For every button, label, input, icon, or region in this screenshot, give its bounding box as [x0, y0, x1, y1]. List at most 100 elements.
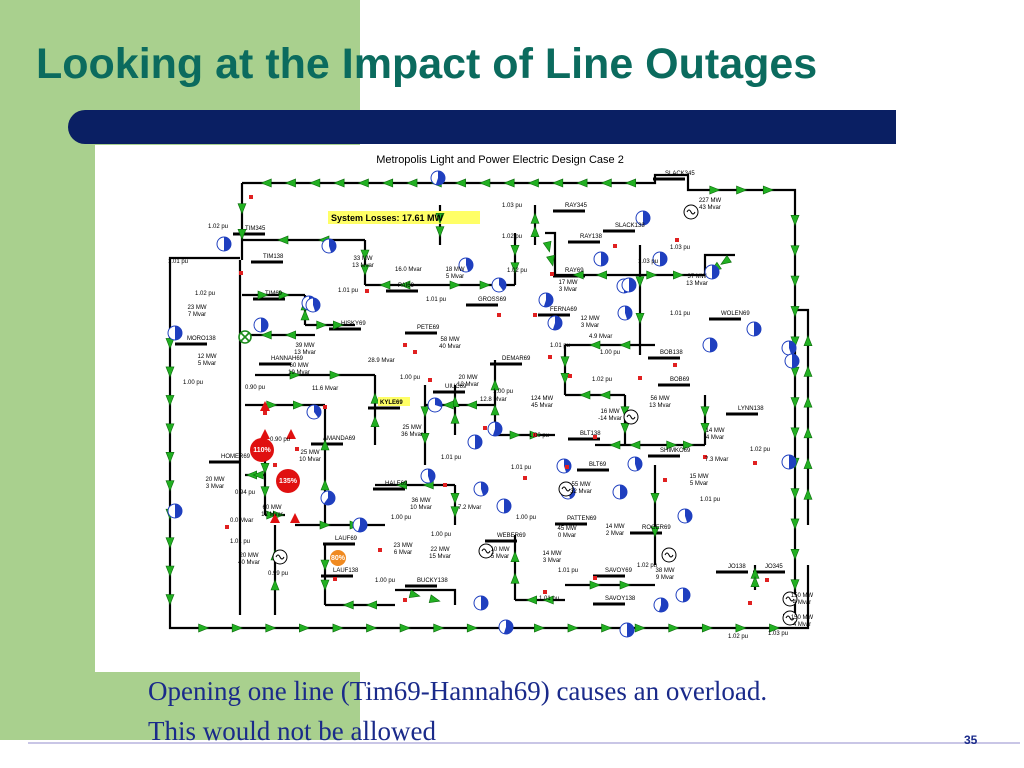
outer-line-right: [795, 308, 810, 525]
pu-bob138: 1.00 pu: [600, 350, 620, 356]
flow-arrow: [803, 427, 813, 439]
flow-arrow: [762, 185, 775, 195]
flow-arrow: [237, 229, 247, 241]
bus-gross69: [466, 303, 498, 307]
bus-label-hannah69: HANNAH69: [271, 356, 304, 362]
flow-arrow: [165, 423, 175, 435]
pu-lauf138a: 1.01 pu: [230, 539, 250, 545]
flow-hannah_load-mw: 60 MW: [289, 363, 308, 369]
flow-arrow: [293, 400, 305, 410]
bus-label-blt138: BLT138: [580, 431, 601, 437]
flow-roger_gen-mw: 38 MW: [655, 568, 674, 574]
flow-arrow: [490, 379, 500, 391]
bus-lauf138: [321, 574, 353, 578]
slide-title: Looking at the Impact of Line Outages: [36, 40, 818, 88]
flow-demar_gen-mw: 124 MW: [531, 396, 554, 402]
bus-kyle69: [368, 406, 400, 410]
flow-arrow: [165, 395, 175, 407]
breaker: [753, 461, 757, 465]
flow-shimko_load-mvar: 5 Mvar: [690, 481, 708, 487]
bus-label-slack138: SLACK138: [615, 223, 645, 229]
breaker: [593, 435, 597, 439]
flow-lynn138_load-mvar: 4 Mvar: [706, 435, 724, 441]
loading-pie-12-fill: [710, 338, 717, 352]
pu-jo345: 1.03 pu: [768, 631, 788, 637]
breaker: [443, 483, 447, 487]
bus-label-homer69: HOMER69: [221, 454, 251, 460]
bus-lynn138: [726, 412, 758, 416]
breaker: [239, 271, 243, 275]
flow-arrow: [735, 623, 747, 633]
flow-arrow: [546, 254, 555, 267]
flow-arrow: [650, 493, 660, 505]
footer-rule: [28, 742, 1020, 744]
flow-arrow: [490, 404, 500, 416]
flow-arrow: [803, 396, 813, 408]
overload-arrow-2: [260, 429, 270, 439]
flow-savoy_load-mvar: 3 Mvar: [543, 558, 561, 564]
loading-pie-42-fill: [660, 252, 667, 266]
breaker: [263, 411, 267, 415]
flow-arrow: [609, 440, 621, 450]
pu-lynn138: 1.02 pu: [750, 447, 770, 453]
bus-label-pai69: PAI69: [398, 283, 415, 289]
bus-weber69: [485, 539, 517, 543]
bus-moro138: [175, 342, 207, 346]
devices: [165, 170, 813, 638]
pu-slack138: 1.03 pu: [670, 245, 690, 251]
outer-line-moro: [168, 256, 240, 315]
flow-tim138_load-mvar: 13 Mvar: [352, 263, 374, 269]
breaker: [365, 289, 369, 293]
flow-arrow: [284, 178, 296, 188]
bus-bob138: [648, 356, 680, 360]
overload-lauf: [330, 550, 346, 566]
flow-arrow: [360, 249, 370, 261]
flow-arrow: [525, 595, 537, 605]
flow-ferna_load-mvar: 3 Mvar: [581, 323, 599, 329]
flow-arrow: [509, 430, 521, 440]
flow-arrow: [700, 406, 710, 418]
breaker: [748, 601, 752, 605]
loading-pie-15-fill: [314, 405, 321, 418]
pu-amanda69: 0.90 pu: [270, 437, 290, 443]
bus-label-tim69: TIM69: [265, 291, 283, 297]
flow-lauf_load-mw: 60 MW: [262, 505, 281, 511]
pu-hannah69: 0.90 pu: [245, 385, 265, 391]
flow-amanda_load-mvar: 36 Mvar: [401, 432, 423, 438]
flow-homer_load-mw: 20 MW: [205, 477, 224, 483]
flow-arrow: [634, 623, 646, 633]
breaker: [638, 376, 642, 380]
bus-pai69: [386, 289, 418, 293]
flow-arrow: [408, 589, 421, 599]
flow-arrow: [683, 440, 695, 450]
flow-arrow: [479, 178, 491, 188]
lauf138-generator-wave: [275, 554, 285, 560]
breaker: [675, 238, 679, 242]
bus-hisky69: [329, 327, 361, 331]
bus-label-bob138: BOB138: [660, 350, 683, 356]
flow-lauf_load-mvar: 12 Mvar: [261, 512, 283, 518]
loading-pie-2-fill: [224, 237, 231, 251]
flow-gross_load-mvar: 5 Mvar: [446, 274, 464, 280]
flow-arrow: [576, 178, 588, 188]
flow-arrow: [572, 270, 584, 280]
breaker: [225, 525, 229, 529]
bus-tim69: [253, 297, 285, 301]
loading-pie-26-fill: [503, 620, 513, 634]
bus-label-patten69: PATTEN69: [567, 516, 597, 522]
loading-pie-23-fill: [323, 491, 335, 506]
loading-pie-25-fill: [481, 596, 488, 610]
bus-label-pete69: PETE69: [417, 325, 440, 331]
loading-pie-35-fill: [683, 588, 690, 602]
flow-tim69_load-mvar: 7 Mvar: [188, 312, 206, 318]
flow-arrow: [165, 537, 175, 549]
outer-line-top-right: [242, 173, 797, 617]
flow-blt_gen-mw: 16 MW: [600, 409, 619, 415]
flow-weber_load-mvar: 6 Mvar: [394, 550, 412, 556]
page-number: 35: [964, 733, 978, 747]
bus-label-jo345: JO345: [765, 564, 783, 570]
bus-label-kyle69: KYLE69: [380, 400, 403, 406]
flow-gross_load-mw: 18 MW: [445, 267, 464, 273]
flow-arrow: [790, 366, 800, 378]
flow-demar_gen-mvar: 45 Mvar: [531, 403, 553, 409]
